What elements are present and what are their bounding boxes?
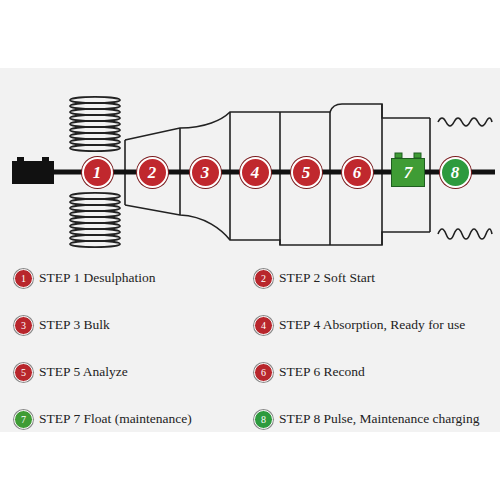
legend-swatch: 4	[254, 316, 273, 335]
legend-text: STEP 4 Absorption, Ready for use	[279, 317, 465, 333]
step-circle: 1	[82, 157, 113, 188]
battery-terminal	[17, 157, 24, 162]
callout-number: 4	[261, 321, 266, 331]
main-line	[52, 172, 495, 173]
legend-text: STEP 3 Bulk	[39, 317, 110, 333]
wave-top	[438, 118, 492, 126]
legend-row: 5 STEP 5 Analyze	[14, 363, 246, 382]
spring-coil	[70, 145, 120, 151]
legend-row: 4 STEP 4 Absorption, Ready for use	[254, 316, 498, 335]
connector-line	[373, 170, 392, 175]
legend-row: 6 STEP 6 Recond	[254, 363, 498, 382]
step-circle: 3	[190, 157, 221, 188]
connector-line	[271, 170, 291, 175]
legend-swatch: 5	[14, 363, 33, 382]
step-circle: 8	[440, 157, 471, 188]
step-number: 8	[451, 164, 460, 181]
wave-bottom	[438, 229, 492, 239]
legend-row: 8 STEP 8 Pulse, Maintenance charging	[254, 410, 498, 429]
legend-text: STEP 6 Recond	[279, 364, 365, 380]
connector-line	[221, 170, 240, 175]
step-number: 2	[148, 164, 157, 181]
outline-dividers	[125, 104, 430, 245]
callout-number: 1	[21, 274, 26, 284]
battery-step-box: 7	[391, 158, 425, 187]
step-number: 1	[93, 164, 102, 181]
legend-swatch: 2	[254, 269, 273, 288]
legend-swatch: 6	[254, 363, 273, 382]
line-segment	[470, 170, 495, 175]
connector-line	[322, 170, 342, 175]
legend-row: 7 STEP 7 Float (maintenance)	[14, 410, 246, 429]
step-number: 5	[302, 164, 311, 181]
step-circle: 6	[342, 157, 373, 188]
legend-swatch: 8	[254, 410, 273, 429]
step-number: 4	[251, 164, 260, 181]
step-number: 3	[201, 164, 210, 181]
callout-number: 7	[21, 415, 26, 425]
legend-row: 2 STEP 2 Soft Start	[254, 269, 498, 288]
callout-number: 8	[261, 415, 266, 425]
legend-row: 1 STEP 1 Desulphation	[14, 269, 246, 288]
output-waves	[438, 118, 492, 239]
callout-number: 6	[261, 368, 266, 378]
line-segment	[52, 170, 82, 175]
spring-coil	[70, 241, 120, 247]
callout-number: 5	[21, 368, 26, 378]
connector-line	[168, 170, 190, 175]
legend-text: STEP 7 Float (maintenance)	[39, 411, 192, 427]
step-circle: 5	[291, 157, 322, 188]
legend-swatch: 7	[14, 410, 33, 429]
legend-text: STEP 5 Analyze	[39, 364, 128, 380]
connector-line	[425, 170, 440, 175]
legend-swatch: 1	[14, 269, 33, 288]
step-number: 7	[404, 164, 413, 181]
outline-bottom	[125, 205, 430, 245]
connector-line	[113, 170, 137, 175]
battery-terminal	[42, 157, 49, 162]
battery-body	[12, 161, 54, 184]
step-circle: 4	[240, 157, 271, 188]
battery-icon	[12, 157, 54, 184]
callout-number: 2	[261, 274, 266, 284]
legend-swatch: 3	[14, 316, 33, 335]
legend-text: STEP 2 Soft Start	[279, 270, 375, 286]
legend-row: 3 STEP 3 Bulk	[14, 316, 246, 335]
legend-text: STEP 8 Pulse, Maintenance charging	[279, 411, 480, 427]
step-number: 6	[353, 164, 362, 181]
legend-text: STEP 1 Desulphation	[39, 270, 156, 286]
outline-top	[125, 104, 430, 140]
stage-outline	[125, 104, 430, 245]
callout-number: 3	[21, 321, 26, 331]
step-circle: 2	[137, 157, 168, 188]
